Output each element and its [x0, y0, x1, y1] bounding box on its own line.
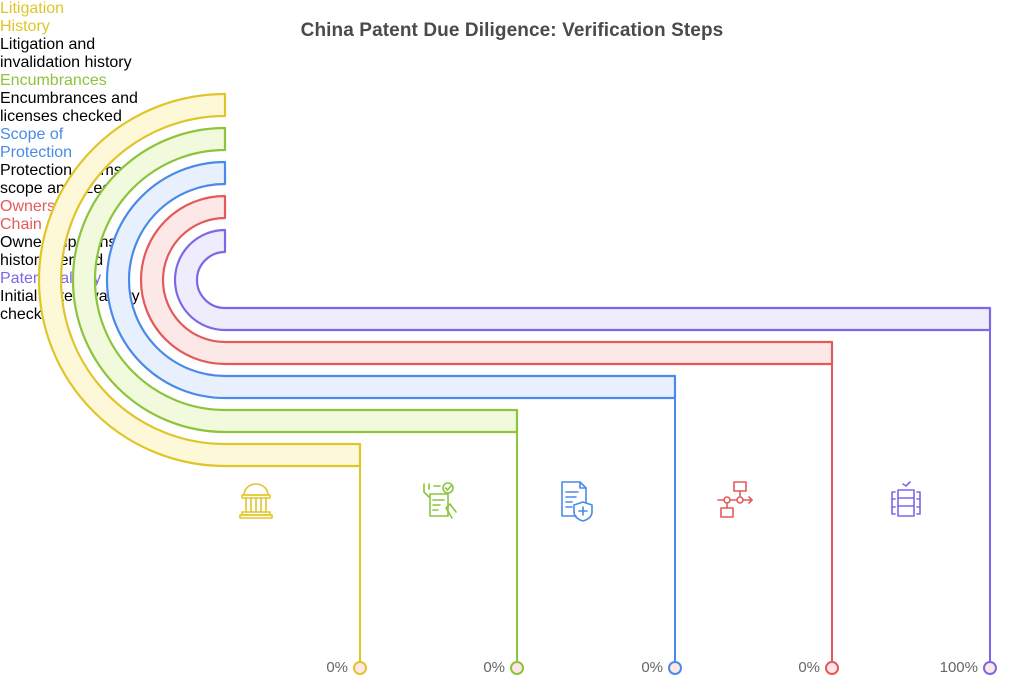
step-end-marker: [825, 661, 839, 675]
step-track-litigation-history: [37, 92, 367, 675]
step-label-line: Protection: [0, 144, 73, 161]
step-band: [71, 126, 519, 434]
step-band: [139, 194, 834, 366]
step-progress-litigation-history: 0%: [326, 659, 348, 676]
database-check-icon: [891, 481, 921, 517]
step-track-ownership-chain: [139, 194, 839, 675]
step-band: [173, 228, 992, 332]
step-label-line: Scope of: [0, 126, 64, 143]
step-label-line: Litigation: [0, 0, 65, 17]
step-end-marker: [353, 661, 367, 675]
step-progress-patent-validity: 100%: [939, 659, 978, 676]
step-track-patent-validity: [173, 228, 997, 675]
diagram-title: China Patent Due Diligence: Verification…: [300, 20, 724, 41]
signed-document-icon: [423, 482, 457, 519]
step-description-line: check: [0, 306, 42, 323]
step-description-line: licenses checked: [0, 108, 122, 125]
step-band: [37, 92, 362, 468]
step-progress-scope-of-protection: 0%: [641, 659, 663, 676]
flowchart-icon: [717, 481, 753, 518]
step-end-marker: [510, 661, 524, 675]
step-label-line: Chain: [0, 216, 42, 233]
document-shield-icon: [561, 481, 593, 522]
step-track-encumbrances: [71, 126, 524, 675]
step-description-line: Initial patent validity: [0, 288, 140, 305]
step-progress-encumbrances: 0%: [483, 659, 505, 676]
step-label-line: Encumbrances: [0, 72, 107, 89]
step-track-scope-of-protection: [105, 160, 682, 675]
step-description-line: invalidation history: [0, 54, 132, 71]
step-description-line: Encumbrances and: [0, 90, 138, 107]
step-progress-ownership-chain: 0%: [798, 659, 820, 676]
step-band: [105, 160, 677, 400]
step-end-marker: [668, 661, 682, 675]
step-end-marker: [983, 661, 997, 675]
step-label-line: History: [0, 18, 50, 35]
step-description-line: Litigation and: [0, 36, 96, 53]
step-label-encumbrances: Encumbrances: [0, 72, 150, 90]
courthouse-icon: [239, 483, 273, 519]
